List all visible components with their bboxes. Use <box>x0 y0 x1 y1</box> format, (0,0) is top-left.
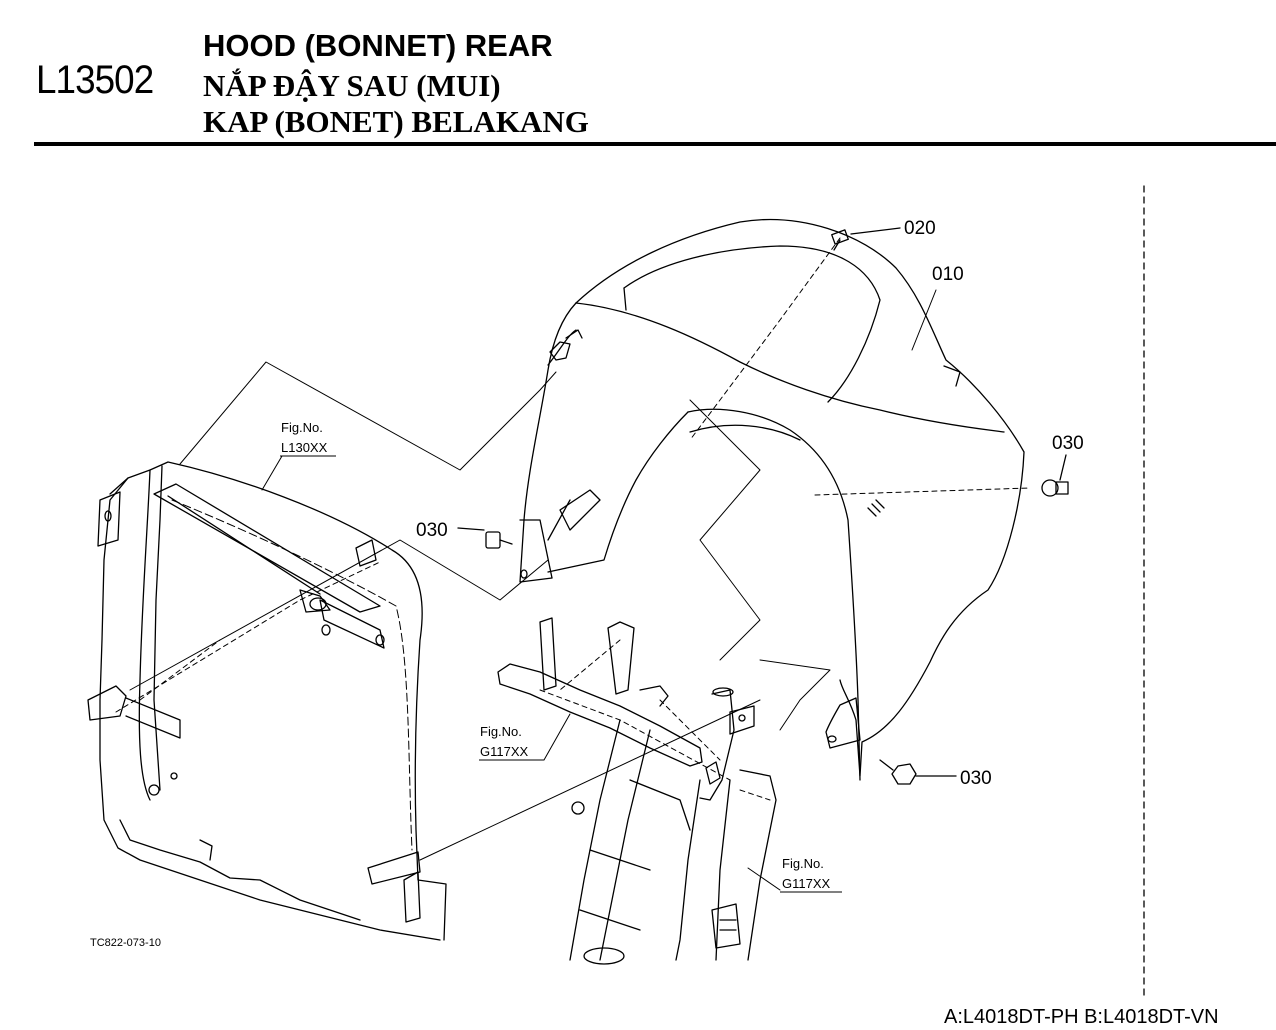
fig-ref-g117-b-label: Fig.No. <box>782 856 824 871</box>
title-english: HOOD (BONNET) REAR <box>203 28 553 63</box>
rear-hood-part <box>519 218 1031 781</box>
title-indonesian: KAP (BONET) BELAKANG <box>203 104 589 139</box>
center-stand-part <box>497 617 777 965</box>
fig-ref-l130-label: Fig.No. <box>281 420 323 435</box>
leader-010 <box>911 289 937 351</box>
leader-g117-b <box>747 867 781 891</box>
front-frame-part <box>87 361 761 941</box>
header-rule <box>34 142 1276 146</box>
fig-ref-g117-a-number: G117XX <box>480 744 529 759</box>
callout-010: 010 <box>932 264 964 285</box>
leader-g117-a <box>543 713 571 761</box>
leader-l130 <box>261 455 283 491</box>
fig-ref-g117-b-number: G117XX <box>782 876 831 891</box>
bolt-030-bottom <box>879 759 957 785</box>
bolt-030-right <box>1041 454 1069 497</box>
bolt-020 <box>831 227 901 251</box>
model-applicability: A:L4018DT-PH B:L4018DT-VN <box>944 1006 1219 1028</box>
page-code: L13502 <box>36 58 154 102</box>
fig-ref-l130-number: L130XX <box>281 440 328 455</box>
fig-ref-g117-a-label: Fig.No. <box>480 724 522 739</box>
callout-030-bottom: 030 <box>960 768 992 789</box>
title-vietnamese: NẮP ĐẬY SAU (MUI) <box>203 68 501 103</box>
drawing-code: TC822-073-10 <box>90 937 161 949</box>
callout-020: 020 <box>904 218 936 239</box>
callout-030-left: 030 <box>416 520 448 541</box>
callout-030-right: 030 <box>1052 433 1084 454</box>
bolt-030-left <box>457 527 513 549</box>
